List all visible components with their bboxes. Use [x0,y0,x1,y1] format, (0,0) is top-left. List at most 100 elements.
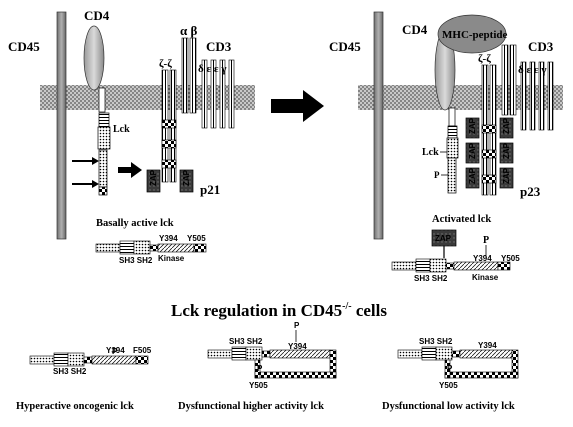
higher-sh3sh2-label: SH3 SH2 [229,337,263,346]
small-arrow-upper [72,157,99,165]
zap-5 [465,167,480,189]
tcr-alpha-chain [181,37,189,114]
hyper-domain-bar [29,352,149,367]
activated-y505-label: Y505 [501,254,520,263]
higher-p-label: P [294,321,300,330]
bold-arrow [118,162,142,178]
cd4-stalk [448,107,456,127]
zeta-itam-1 [161,119,177,129]
cd3-epsilon-chain-2 [219,59,226,129]
cd45-bar [373,11,384,240]
cd4-label: CD4 [402,22,428,37]
cd3-delta-chain [520,61,527,131]
zap-left [146,169,161,193]
cd3-label: CD3 [206,39,232,54]
cd3-gamma-chain [547,61,554,131]
cd4-ellipse [83,25,105,91]
zeta-label: ζ-ζ [478,53,491,65]
activated-kinase-label: Kinase [472,273,499,282]
zap-2-label: ZAP [502,117,511,134]
zap-4-label: ZAP [502,142,511,159]
zap-2 [499,117,514,139]
low-caption: Dysfunctional low activity lck [382,401,515,412]
lck-sh3-domain [447,125,458,139]
zap-right [179,169,194,193]
zap-1-label: ZAP [468,117,477,134]
small-arrow-lower [72,180,99,188]
lck-sh2-domain [446,137,459,159]
tcr-beta-chain [509,44,517,116]
hyper-f505-label: F505 [133,346,152,355]
bottom-hyperactive: P Y394 F505 SH3 SH2 Hyperactive oncogeni… [16,346,152,412]
mhc-peptide-ellipse [437,14,507,54]
higher-caption: Dysfunctional higher activity lck [178,401,324,412]
lck-kinase-domain [447,157,457,194]
cd3-label: CD3 [528,39,554,54]
section-title: Lck regulation in CD45-/- cells [171,301,387,320]
basal-kinase-label: Kinase [158,254,185,263]
cd3-epsilon-chain-1 [210,59,217,129]
cd45-bar [56,11,67,240]
low-domain-bar [397,346,519,379]
lck-label: Lck [113,124,130,135]
higher-y394-label: Y394 [288,342,307,351]
zap-4 [499,142,514,164]
tcr-alpha-chain [501,44,509,116]
cd3-delta-chain [201,59,208,129]
basal-domain-bar [95,240,207,255]
higher-y505-label: Y505 [249,381,268,390]
panel-activated: CD45 CD4 MHC-peptide Lck P ζ-ζ CD3 δ ε ε… [329,11,563,283]
p23-label: p23 [520,184,541,199]
hyper-sh3sh2-label: SH3 SH2 [53,367,87,376]
cd3-chains-label: δ ε ε γ [198,63,227,75]
zeta-itam-3 [161,159,177,169]
lck-kinase-domain [98,149,108,188]
zap-6 [499,167,514,189]
lck-label: Lck [422,147,439,158]
p21-label: p21 [200,182,220,197]
zap-6-label: ZAP [502,167,511,184]
basal-caption: Basally active lck [96,218,174,229]
mhc-peptide-label: MHC-peptide [442,29,508,41]
cd3-chains-label: δ ε ε γ [518,64,547,76]
zap-3 [465,142,480,164]
p-label: P [434,170,440,180]
lck-sh3-domain [98,112,110,128]
cd45-label: CD45 [8,39,40,54]
low-y394-label: Y394 [478,341,497,350]
zap-right-label: ZAP [182,169,191,186]
lck-sh2-domain [97,126,111,150]
zap-3-label: ZAP [468,142,477,159]
zeta-itam-2 [481,149,497,159]
domain-p-label: P [483,235,489,246]
basal-y394-label: Y394 [159,234,178,243]
hyper-caption: Hyperactive oncogenic lck [16,401,134,412]
cd4-label: CD4 [84,8,110,23]
membrane-band [358,85,563,110]
tcr-beta-chain [189,37,197,114]
cd3-gamma-chain [228,59,235,129]
cd3-epsilon-chain-2 [538,61,545,131]
domain-zap-label: ZAP [435,234,452,243]
basal-y505-label: Y505 [187,234,206,243]
zeta-itam-1 [481,124,497,134]
hyper-p-label: P [112,347,118,356]
basal-sh3sh2-label: SH3 SH2 [119,256,153,265]
activated-sh3sh2-label: SH3 SH2 [414,274,448,283]
activated-caption: Activated lck [432,214,491,225]
cd45-label: CD45 [329,39,361,54]
low-sh3sh2-label: SH3 SH2 [419,337,453,346]
zap-5-label: ZAP [468,167,477,184]
zeta-label: ζ-ζ [159,58,172,70]
zap-group: ZAP ZAP ZAP ZAP ZAP ZAP [465,117,514,189]
activated-domain-bar [391,258,511,273]
alpha-beta-label: α β [180,23,198,38]
zap-1 [465,117,480,139]
cd3-epsilon-chain-1 [529,61,536,131]
zap-left-label: ZAP [149,169,158,186]
activation-arrow [271,90,324,122]
lck-tail [98,186,108,196]
zeta-itam-2 [161,139,177,149]
